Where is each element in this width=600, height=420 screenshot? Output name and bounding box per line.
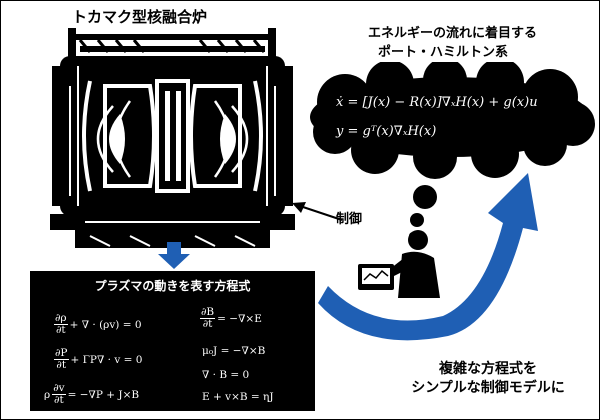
gauss-equation: ∇ · B = 0 (202, 369, 250, 381)
ph-output-equation: y = gᵀ(x)∇ₓH(x) (336, 124, 437, 139)
control-arrow (292, 202, 343, 221)
ampere-equation: μ₀J = −∇×B (202, 345, 266, 357)
ph-state-equation: ẋ = [J(x) − R(x)]∇ₓH(x) + g(x)u (336, 95, 538, 110)
energy-equation: ∂P∂t + ΓP∇ · v = 0 (54, 347, 143, 371)
faraday-equation: ∂B∂t = −∇×E (200, 306, 262, 330)
ph-title-line2: ポート・ハミルトン系 (378, 45, 509, 60)
bottom-caption-line2: シンプルな制御モデルに (411, 380, 565, 396)
bottom-caption: 複雑な方程式を シンプルな制御モデルに (398, 360, 578, 398)
continuity-equation: ∂ρ∂t + ∇ · (ρv) = 0 (54, 312, 142, 336)
down-arrow (158, 242, 190, 269)
ohm-equation: E + v×B = ηJ (202, 391, 274, 403)
momentum-equation: ρ ∂v∂t = −∇P + J×B (44, 382, 140, 406)
tokamak-illustration (50, 28, 295, 248)
bottom-caption-line1: 複雑な方程式を (439, 361, 537, 377)
plasma-equations-title: プラズマの動きを表す方程式 (94, 279, 251, 293)
curved-blue-arrow (318, 173, 538, 341)
thought-cloud (310, 62, 595, 240)
tokamak-title: トカマク型核融合炉 (72, 8, 208, 26)
ph-title-line1: エネルギーの流れに着目する (368, 26, 538, 41)
control-label: 制御 (336, 212, 363, 227)
plasma-equations-box: プラズマの動きを表す方程式 ∂ρ∂t + ∇ · (ρv) = 0 ∂P∂t +… (30, 271, 315, 411)
operator-silhouette (358, 230, 440, 298)
